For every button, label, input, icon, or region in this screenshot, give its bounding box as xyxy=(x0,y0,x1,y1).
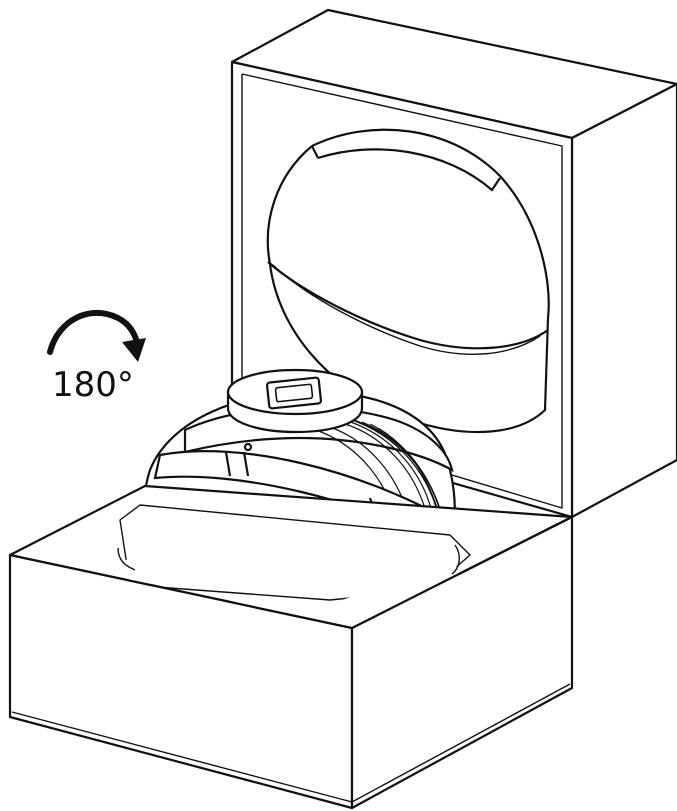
rotation-annotation: 180° xyxy=(47,309,146,405)
box-base xyxy=(8,484,574,810)
rotation-degree-label: 180° xyxy=(52,365,134,405)
clockwise-curved-arrow-icon xyxy=(47,309,140,355)
lid-foam-cavity xyxy=(266,128,550,434)
camera-base-overlap xyxy=(9,516,573,630)
camera-indicator-dot xyxy=(243,442,253,452)
arrowhead-icon xyxy=(122,338,146,362)
lid-side-face xyxy=(570,82,677,519)
